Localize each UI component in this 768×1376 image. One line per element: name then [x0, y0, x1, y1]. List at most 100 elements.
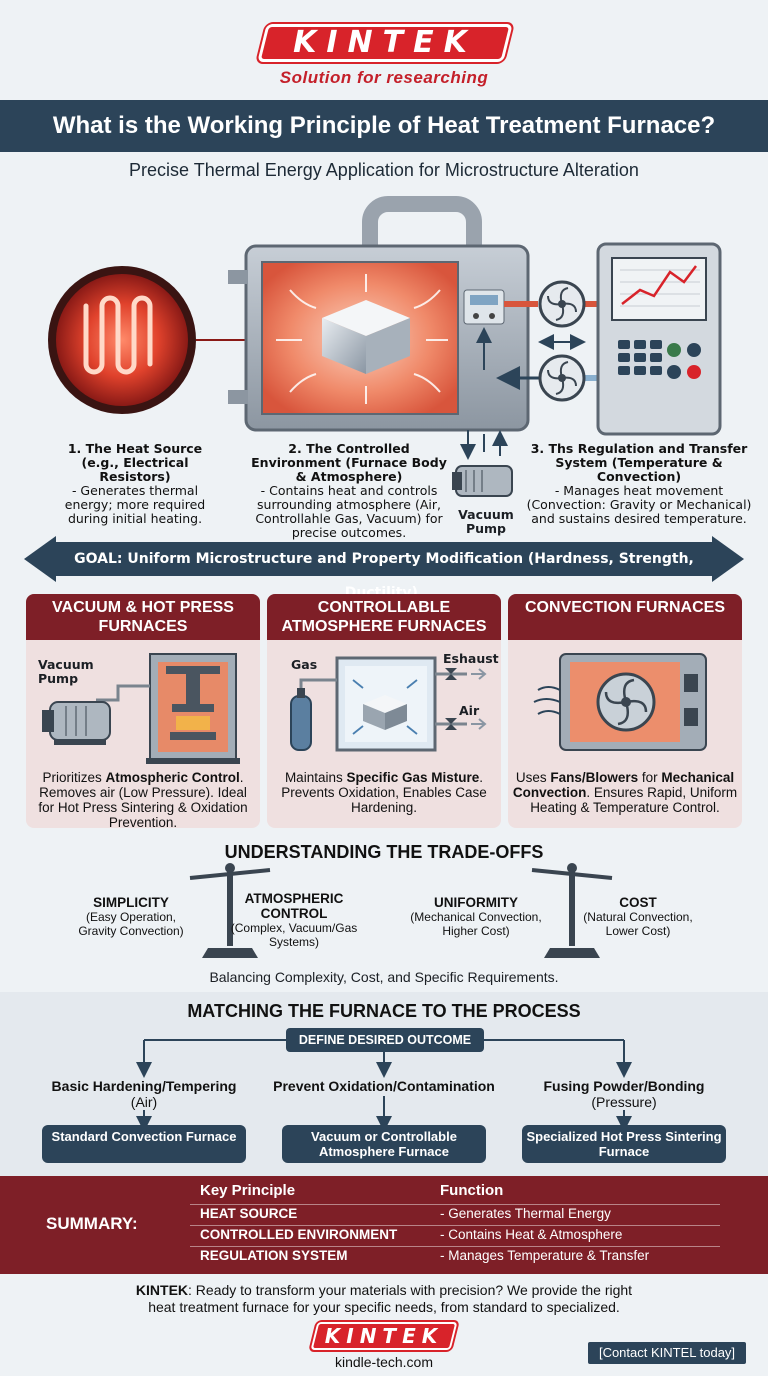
vacuum-pump-label: Vacuum Pump	[458, 507, 514, 536]
step-title: 1. The Heat Source (e.g., Electrical Res…	[67, 441, 203, 484]
summary-value: - Contains Heat & Atmosphere	[440, 1227, 623, 1242]
define-outcome-node: DEFINE DESIRED OUTCOME	[286, 1028, 484, 1052]
balance-scale-icon	[531, 863, 613, 958]
text-part: Maintains	[284, 770, 347, 785]
furnace-diagram	[48, 196, 722, 497]
summary-key: HEAT SOURCE	[200, 1206, 298, 1221]
summary-row: HEAT SOURCE - Generates Thermal Energy	[190, 1204, 720, 1224]
tagline: Solution for researching	[279, 68, 489, 87]
card-description: Maintains Specific Gas Misture. Prevents…	[271, 770, 497, 815]
goal-banner: GOAL: Uniform Microstructure and Propert…	[52, 542, 716, 601]
tradeoff-desc: (Natural Convection, Lower Cost)	[583, 910, 693, 938]
text-part: . Ensures Rapid, Uniform Heating & Tempe…	[530, 785, 738, 815]
footer-logo-text: KINTEK	[324, 1324, 444, 1348]
summary-value: - Generates Thermal Energy	[440, 1206, 611, 1221]
temperature-controller-icon	[596, 242, 722, 436]
tradeoff-desc: (Complex, Vacuum/Gas Systems)	[230, 921, 358, 949]
air-label: Air	[459, 703, 480, 718]
card-title: VACUUM & HOT PRESS FURNACES	[26, 594, 260, 640]
summary-header-row: Key Principle Function	[190, 1181, 720, 1201]
logo-text: KINTEK	[293, 25, 477, 60]
tradeoff-title: SIMPLICITY	[93, 895, 169, 910]
process-flow-arrows	[136, 1039, 632, 1130]
process-need-fusing: Fusing Powder/Bonding(Pressure)	[514, 1078, 734, 1110]
balance-scale-icon	[189, 863, 271, 958]
text-emphasis: Atmospheric Control	[105, 770, 240, 785]
divider	[190, 1225, 720, 1226]
step-desc: - Contains heat and controls surrounding…	[255, 483, 443, 540]
tradeoff-desc: (Mechanical Convection, Higher Cost)	[410, 910, 542, 938]
fan-icon	[538, 280, 586, 328]
page-subtitle: Precise Thermal Energy Application for M…	[129, 160, 639, 180]
summary-row: REGULATION SYSTEM - Manages Temperature …	[190, 1246, 720, 1266]
hot-press-furnace-icon	[42, 653, 240, 764]
column-header: Key Principle	[200, 1182, 296, 1199]
vacuum-pump-icon	[452, 430, 513, 497]
tradeoff-title: UNIFORMITY	[434, 895, 518, 910]
step-controlled-environment: 2. The Controlled Environment (Furnace B…	[244, 442, 454, 540]
goal-double-arrow	[24, 536, 744, 582]
gas-label: Gas	[291, 657, 318, 672]
summary-key: CONTROLLED ENVIRONMENT	[200, 1227, 398, 1242]
footer-body: : Ready to transform your materials with…	[148, 1282, 633, 1315]
result-hot-press: Specialized Hot Press Sintering Furnace	[522, 1125, 726, 1163]
column-header: Function	[440, 1182, 504, 1199]
furnace-body-icon	[228, 244, 530, 432]
divider	[190, 1246, 720, 1247]
summary-label: SUMMARY:	[46, 1214, 138, 1233]
text-part: . Prevents Oxidation, Enables Case Harde…	[281, 770, 487, 815]
step-regulation-system: 3. Ths Regulation and Transfer System (T…	[526, 442, 752, 526]
convection-furnace-icon	[533, 653, 707, 751]
process-need-hardening: Basic Hardening/Tempering(Air)	[34, 1078, 254, 1110]
contact-button[interactable]: [Contact KINTEL today]	[588, 1342, 746, 1364]
footer-message: KINTEK: Ready to transform your material…	[0, 1282, 768, 1316]
text-part: for	[638, 770, 662, 785]
card-convection: CONVECTION FURNACES Uses Fans/Blowers fo…	[508, 594, 742, 828]
card-title: CONVECTION FURNACES	[508, 594, 742, 640]
tradeoff-cost: COST (Natural Convection, Lower Cost)	[578, 895, 698, 938]
text-part: Uses	[515, 770, 551, 785]
need-title: Prevent Oxidation/Contamination	[273, 1078, 495, 1094]
result-standard-convection: Standard Convection Furnace	[42, 1125, 246, 1163]
summary-row: CONTROLLED ENVIRONMENT - Contains Heat &…	[190, 1225, 720, 1245]
card-description: Prioritizes Atmospheric Control. Removes…	[30, 770, 256, 828]
summary-panel: SUMMARY: Key Principle Function HEAT SOU…	[0, 1176, 768, 1274]
card-title: CONTROLLABLE ATMOSPHERE FURNACES	[267, 594, 501, 640]
text-emphasis: Mechanical Convection	[512, 770, 735, 800]
summary-value: - Manages Temperature & Transfer	[440, 1248, 650, 1263]
need-title: Basic Hardening/Tempering	[51, 1078, 237, 1094]
text-emphasis: Fans/Blowers	[550, 770, 639, 785]
process-title: MATCHING THE FURNACE TO THE PROCESS	[187, 1001, 581, 1021]
step-desc: - Generates thermal energy; more require…	[64, 483, 206, 526]
card-description: Uses Fans/Blowers for Mechanical Convect…	[512, 770, 738, 815]
tradeoff-title: COST	[619, 895, 657, 910]
tradeoff-uniformity: UNIFORMITY (Mechanical Convection, Highe…	[404, 895, 548, 938]
result-vacuum-atmosphere: Vacuum or Controllable Atmosphere Furnac…	[282, 1125, 486, 1163]
step-heat-source: 1. The Heat Source (e.g., Electrical Res…	[50, 442, 220, 526]
tradeoff-atmospheric-control: ATMOSPHERIC CONTROL (Complex, Vacuum/Gas…	[226, 891, 362, 949]
step-title: 3. Ths Regulation and Transfer System (T…	[530, 441, 748, 484]
page-title: What is the Working Principle of Heat Tr…	[0, 100, 768, 152]
exhaust-label: Eshaust	[443, 651, 499, 666]
text-emphasis: Specific Gas Misture	[346, 770, 480, 785]
tradeoffs-caption: Balancing Complexity, Cost, and Specific…	[209, 969, 559, 985]
card-vacuum-hot-press: VACUUM & HOT PRESS FURNACES Vacuum Pump …	[26, 594, 260, 828]
tradeoff-simplicity: SIMPLICITY (Easy Operation, Gravity Conv…	[68, 895, 194, 938]
text-part: Prioritizes	[42, 770, 106, 785]
process-need-oxidation: Prevent Oxidation/Contamination	[264, 1078, 504, 1094]
footer-brand: KINTEK	[135, 1282, 189, 1298]
need-qualifier: (Air)	[130, 1094, 158, 1110]
divider	[190, 1204, 720, 1205]
text-part: . Removes air (Low Pressure). Ideal for …	[38, 770, 248, 828]
tradeoff-desc: (Easy Operation, Gravity Convection)	[78, 910, 184, 938]
need-qualifier: (Pressure)	[591, 1094, 657, 1110]
footer-url[interactable]: kindle-tech.com	[334, 1354, 434, 1370]
tradeoffs-title: UNDERSTANDING THE TRADE-OFFS	[224, 842, 544, 862]
tradeoff-title: ATMOSPHERIC CONTROL	[244, 891, 344, 921]
step-title: 2. The Controlled Environment (Furnace B…	[251, 441, 447, 484]
need-title: Fusing Powder/Bonding	[543, 1078, 705, 1094]
fan-icon	[538, 354, 586, 402]
step-desc: - Manages heat movement (Convection: Gra…	[526, 483, 752, 526]
vacuum-pump-label: Vacuum Pump	[38, 657, 94, 686]
card-controllable-atmosphere: CONTROLLABLE ATMOSPHERE FURNACES Gas Esh…	[267, 594, 501, 828]
